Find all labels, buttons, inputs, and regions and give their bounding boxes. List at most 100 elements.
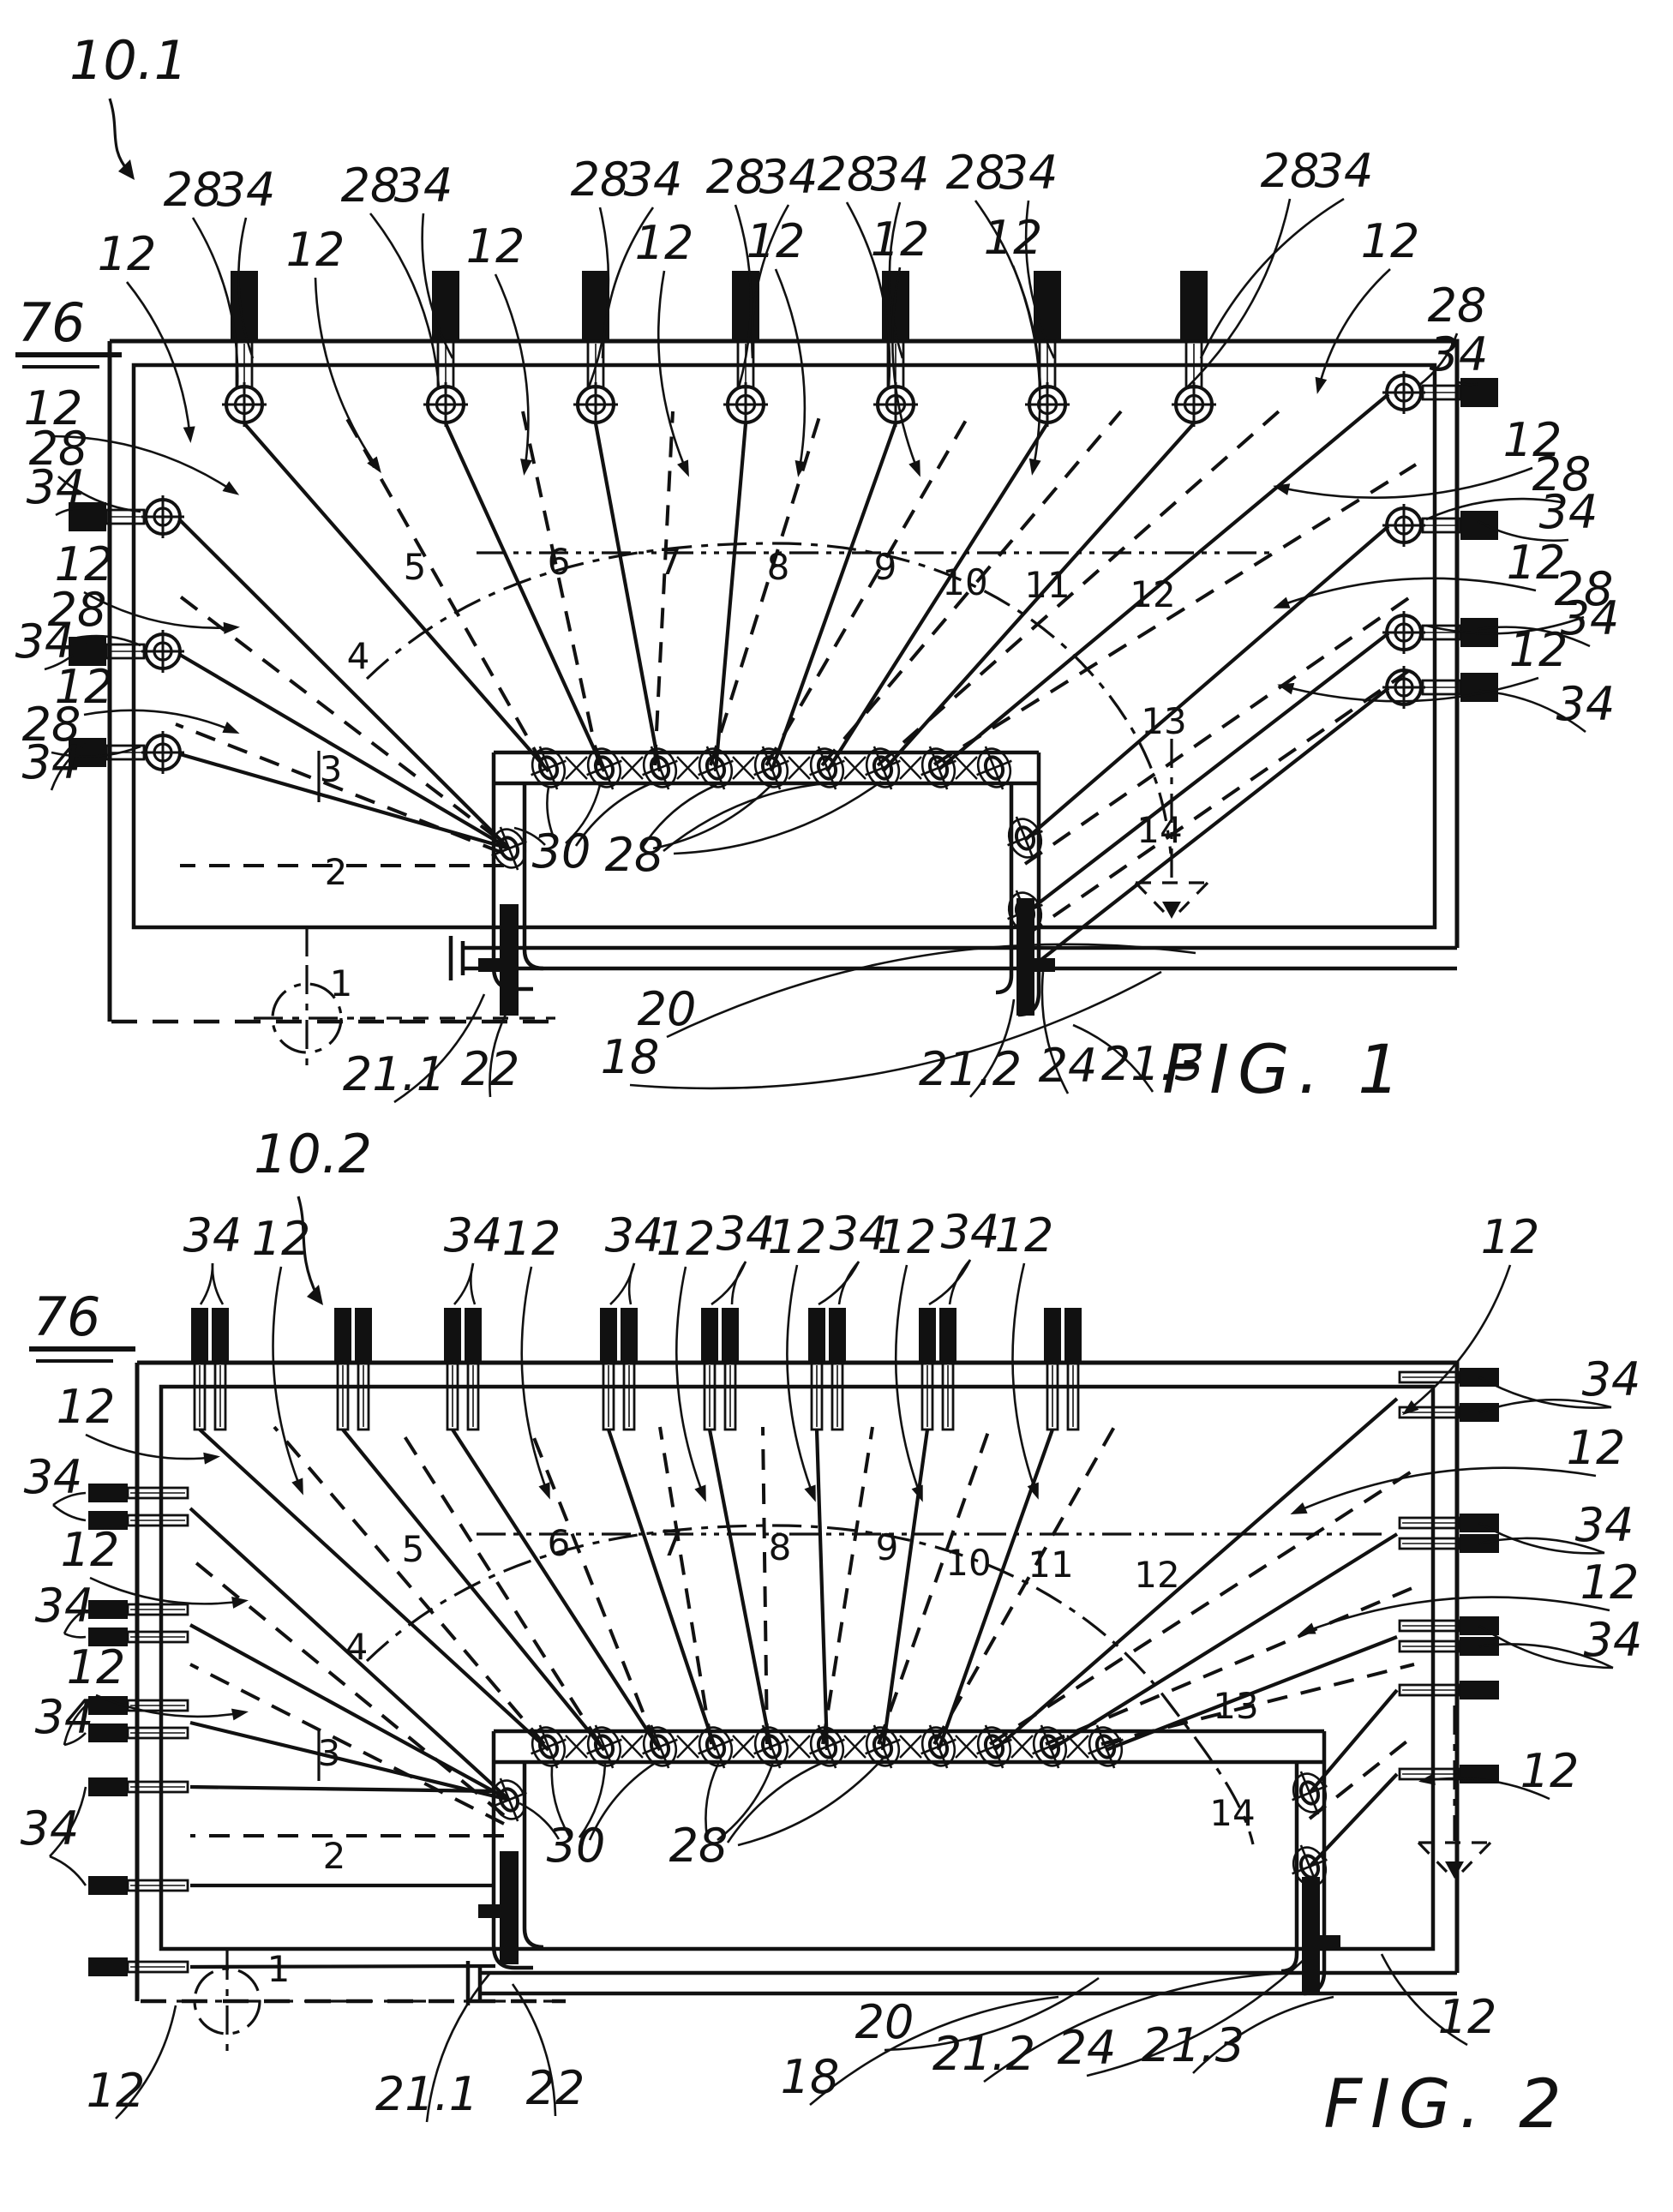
pin-shaft bbox=[466, 1361, 480, 1431]
leader-line bbox=[470, 1262, 477, 1305]
terminal-pin bbox=[212, 1308, 229, 1363]
arc-position-number: 13 bbox=[1213, 1685, 1258, 1727]
leader-line bbox=[601, 207, 655, 359]
leader-arrowhead-icon bbox=[804, 1484, 816, 1502]
terminal-pin bbox=[722, 1308, 739, 1363]
leader-line bbox=[657, 270, 689, 474]
ref-num-label: 12 bbox=[995, 1208, 1054, 1262]
leader-arrowhead-icon bbox=[231, 1597, 249, 1609]
leader-line bbox=[1478, 1521, 1605, 1555]
ref-num-label: 34 bbox=[35, 1690, 94, 1744]
ref-num-label: 28 bbox=[29, 422, 88, 476]
leader-line bbox=[1380, 1953, 1468, 2047]
ref-num-label: 34 bbox=[1315, 144, 1374, 198]
leader-line bbox=[629, 970, 1162, 1090]
rail-brace bbox=[788, 1735, 811, 1759]
strand-dashed-line bbox=[932, 1426, 1116, 1745]
arc-position-number: 10 bbox=[942, 561, 987, 603]
ref-num-label: 34 bbox=[1561, 591, 1620, 645]
ref-num-label: 22 bbox=[526, 2061, 585, 2115]
rail-brace bbox=[899, 756, 922, 780]
ref-num-label: 24 bbox=[1058, 2021, 1117, 2075]
base-ref-label: 76 bbox=[18, 291, 86, 354]
ref-num-label: 34 bbox=[444, 1208, 503, 1262]
leader-line bbox=[1192, 1995, 1334, 2074]
arc-position-number: 3 bbox=[320, 748, 343, 790]
ref-num-label: 12 bbox=[98, 227, 157, 281]
ref-num-label: 34 bbox=[1584, 1613, 1643, 1667]
ref-num-label: 12 bbox=[1509, 623, 1568, 677]
figure-title: FIG. 2 bbox=[1323, 2066, 1570, 2143]
strand-anchor-symbol bbox=[1088, 1724, 1124, 1769]
terminal-block bbox=[69, 637, 106, 666]
anchor-symbol bbox=[141, 630, 184, 673]
leader-line bbox=[421, 213, 454, 359]
terminal-pin bbox=[88, 1600, 128, 1619]
rail-brace bbox=[899, 1735, 922, 1759]
ref-num-label: 12 bbox=[1438, 1990, 1497, 2044]
strand-line bbox=[451, 1428, 662, 1752]
leader-line bbox=[115, 2005, 177, 2119]
strand-line bbox=[1048, 1532, 1399, 1752]
clamp-bar bbox=[1016, 898, 1034, 1016]
arc-position-number: 1 bbox=[267, 1948, 291, 1990]
arc-position-number: 13 bbox=[1141, 700, 1186, 742]
terminal-block bbox=[69, 502, 106, 531]
ref-num-label: 21.1 bbox=[343, 1047, 446, 1101]
ref-num-label: 28 bbox=[706, 150, 765, 204]
ref-num-label: 12 bbox=[1481, 1210, 1540, 1264]
leader-line bbox=[314, 277, 381, 471]
arc-position-number: 11 bbox=[1024, 564, 1070, 606]
ref-num-label: 34 bbox=[21, 1801, 80, 1855]
ref-num-label: 34 bbox=[941, 1205, 1000, 1259]
leader-arrowhead-icon bbox=[538, 1482, 550, 1500]
fig1-clamp-bars bbox=[478, 898, 1055, 1016]
ref-num-label: 24 bbox=[1039, 1039, 1098, 1093]
pin-shaft bbox=[1066, 1361, 1080, 1431]
ref-num-label: 20 bbox=[638, 982, 697, 1036]
strand-anchor-symbol bbox=[531, 746, 567, 790]
leader-arrowhead-icon bbox=[1273, 483, 1291, 495]
ref-num-label: 28 bbox=[605, 828, 664, 882]
leader-line bbox=[52, 1491, 87, 1507]
ref-num-label: 34 bbox=[217, 163, 276, 217]
clamp-stub bbox=[478, 958, 500, 972]
ref-num-label: 21.2 bbox=[919, 1042, 1022, 1096]
leader-line bbox=[85, 1433, 217, 1460]
arc-position-number: 9 bbox=[874, 546, 897, 588]
strand-anchor-symbol bbox=[753, 1724, 789, 1769]
ref-num-label: 12 bbox=[55, 660, 114, 714]
down-arrow-icon bbox=[1445, 1861, 1464, 1879]
strand-anchor-symbol bbox=[586, 1724, 622, 1769]
terminal-pin bbox=[1044, 1308, 1061, 1363]
ref-num-label: 30 bbox=[547, 1819, 606, 1873]
terminal-pin bbox=[1064, 1308, 1082, 1363]
terminal-pin bbox=[88, 1876, 128, 1895]
leader-arrowhead-icon bbox=[1273, 596, 1291, 608]
leader-line bbox=[894, 1264, 923, 1499]
arc-position-number: 8 bbox=[767, 546, 790, 588]
rail-brace bbox=[676, 756, 699, 780]
arc-position-number: 11 bbox=[1028, 1544, 1073, 1586]
ref-num-label: 12 bbox=[635, 216, 694, 270]
terminal-pin bbox=[355, 1308, 372, 1363]
anchor-symbol bbox=[573, 382, 618, 427]
strand-line bbox=[243, 422, 550, 773]
pin-shaft bbox=[1398, 1370, 1461, 1384]
ref-num-label: 12 bbox=[87, 2064, 146, 2118]
strand-line bbox=[937, 393, 1390, 771]
ref-num-label: 34 bbox=[22, 735, 81, 789]
pin-shaft bbox=[126, 1514, 189, 1527]
arc-position-number: 2 bbox=[325, 851, 348, 893]
arc-position-number: 7 bbox=[659, 541, 682, 583]
anchor-symbol bbox=[1025, 382, 1070, 427]
leader-line bbox=[809, 1995, 1059, 2106]
leader-line bbox=[1478, 1643, 1614, 1669]
fig2-clamp-bars bbox=[478, 1851, 1340, 1994]
leader-arrowhead-icon bbox=[1027, 1482, 1039, 1500]
leader-line bbox=[83, 709, 237, 734]
leader-line bbox=[588, 1760, 657, 1841]
strand-anchor-symbol bbox=[698, 1724, 734, 1769]
leader-line bbox=[774, 268, 807, 474]
